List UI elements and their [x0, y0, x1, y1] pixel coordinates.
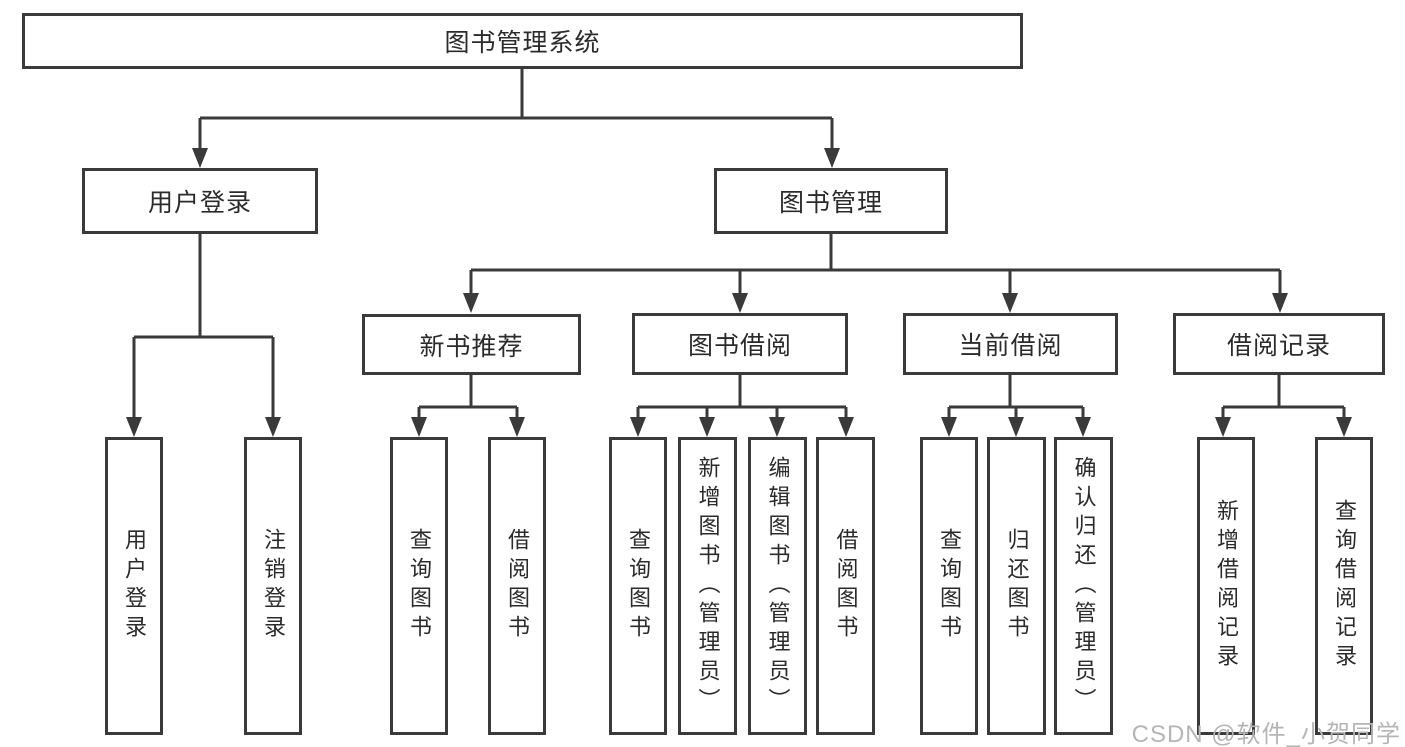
- csdn-watermark: CSDN @软件_小贺同学: [1131, 721, 1401, 747]
- node-borrowing-records: 借阅记录: [1173, 313, 1385, 375]
- node-current-borrowing-label: 当前借阅: [958, 332, 1063, 360]
- leaf-add-book-admin: 新增图书（管理员）: [678, 437, 737, 735]
- node-library-system: 图书管理系统: [22, 13, 1023, 69]
- leaf-query-borrow-record: 查询借阅记录: [1315, 437, 1373, 735]
- leaf-return-book-label: 归还图书: [1004, 528, 1030, 644]
- node-user-login-label: 用户登录: [147, 189, 252, 217]
- leaf-query-book-borrowing: 查询图书: [609, 437, 667, 735]
- node-book-borrowing-label: 图书借阅: [687, 332, 792, 360]
- leaf-confirm-return-admin-label: 确认归还（管理员）: [1071, 455, 1097, 717]
- leaf-edit-book-admin-label: 编辑图书（管理员）: [765, 455, 791, 717]
- node-user-login: 用户登录: [82, 168, 318, 234]
- leaf-user-login: 用户登录: [105, 437, 163, 735]
- leaf-confirm-return-admin: 确认归还（管理员）: [1054, 437, 1113, 735]
- leaf-logout: 注销登录: [244, 437, 302, 735]
- leaf-add-borrow-record-label: 新增借阅记录: [1214, 499, 1239, 673]
- leaf-borrow-book: 借阅图书: [816, 437, 875, 735]
- leaf-user-login-label: 用户登录: [122, 528, 147, 644]
- leaf-query-borrow-record-label: 查询借阅记录: [1332, 499, 1357, 673]
- tree-edges: [132, 69, 1346, 421]
- arrowheads: [126, 148, 1352, 437]
- leaf-query-book-current: 查询图书: [920, 437, 978, 735]
- leaf-logout-label: 注销登录: [261, 528, 286, 644]
- leaf-add-borrow-record: 新增借阅记录: [1197, 437, 1255, 735]
- leaf-query-book-borrowing-label: 查询图书: [626, 528, 651, 644]
- node-new-book-recommend-label: 新书推荐: [419, 332, 524, 361]
- node-book-management: 图书管理: [714, 168, 948, 234]
- node-borrowing-records-label: 借阅记录: [1226, 332, 1331, 360]
- node-library-system-label: 图书管理系统: [444, 29, 601, 57]
- leaf-query-book-recommend-label: 查询图书: [407, 528, 432, 644]
- leaf-add-book-admin-label: 新增图书（管理员）: [695, 455, 721, 717]
- leaf-borrow-book-label: 借阅图书: [833, 528, 859, 644]
- leaf-return-book: 归还图书: [987, 437, 1046, 735]
- leaf-borrow-book-recommend: 借阅图书: [488, 437, 546, 735]
- leaf-query-book-recommend: 查询图书: [390, 437, 448, 735]
- leaf-query-book-current-label: 查询图书: [937, 528, 962, 644]
- node-current-borrowing: 当前借阅: [903, 313, 1118, 375]
- leaf-edit-book-admin: 编辑图书（管理员）: [748, 437, 807, 735]
- leaf-borrow-book-recommend-label: 借阅图书: [505, 528, 530, 644]
- node-book-borrowing: 图书借阅: [632, 313, 848, 375]
- node-book-management-label: 图书管理: [778, 189, 883, 217]
- node-new-book-recommend: 新书推荐: [362, 314, 581, 375]
